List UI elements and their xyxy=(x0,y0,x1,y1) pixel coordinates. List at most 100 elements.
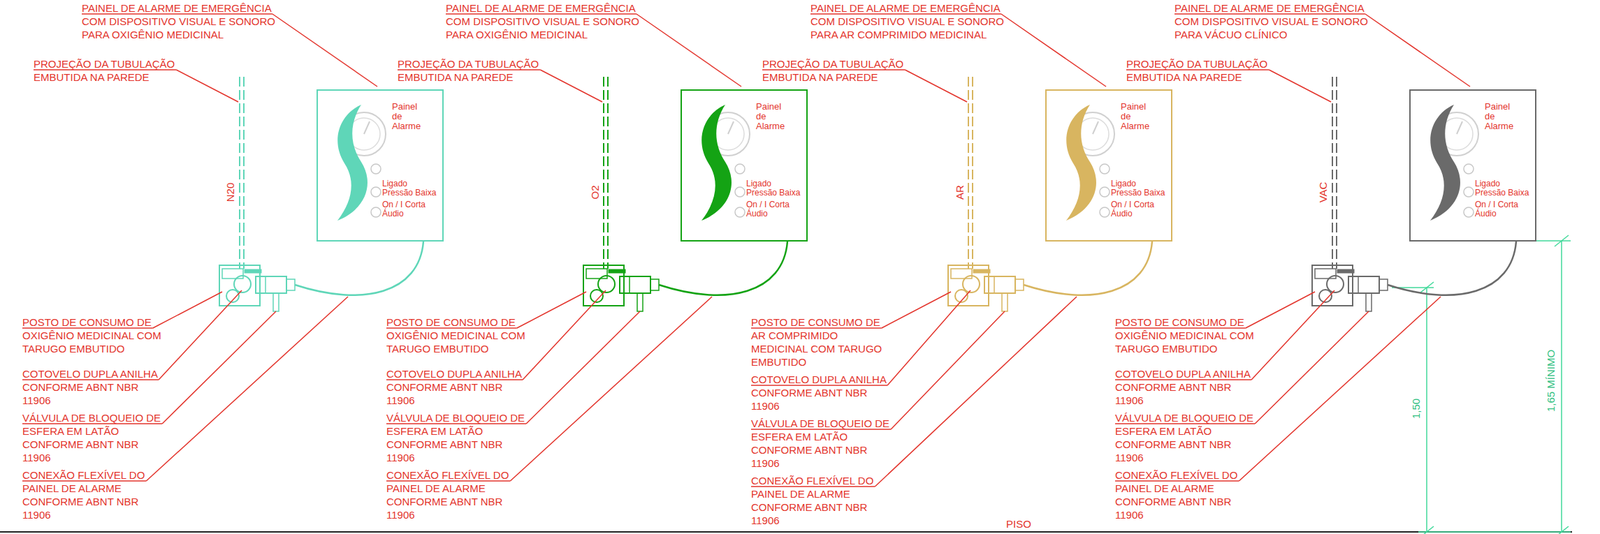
alarm-panel: Painel de AlarmeLigado Pressão Baixa On /… xyxy=(680,89,808,242)
ball-valve xyxy=(993,276,995,294)
panel-swirl xyxy=(1430,104,1461,221)
leader-line xyxy=(636,13,742,87)
outlet-tag xyxy=(244,269,262,274)
panel-graphic xyxy=(317,90,440,241)
panel-indicator-label: Ligado Pressão Baixa xyxy=(382,179,439,198)
outlet-tag xyxy=(973,269,991,274)
elbow-fitting xyxy=(962,275,980,293)
embedded-pipe xyxy=(1335,76,1338,269)
pipe-callout: PROJEÇÃO DA TUBULAÇÃO EMBUTIDA NA PAREDE xyxy=(33,57,184,84)
valve-handle xyxy=(637,293,643,312)
valve-handle xyxy=(273,293,279,312)
leader-line xyxy=(158,290,242,381)
panel-indicator-label: On / I Corta Áudio xyxy=(1110,200,1167,219)
outlet-tag xyxy=(1337,269,1355,274)
hose-nut xyxy=(1379,279,1388,291)
ball-valve xyxy=(1348,276,1380,294)
outlet-callout: POSTO DE CONSUMO DE OXIGÊNIO MEDICINAL C… xyxy=(386,315,532,356)
leader-line xyxy=(1254,311,1369,425)
ball-valve xyxy=(984,276,1016,294)
dimension-tick xyxy=(1554,526,1569,534)
panel-callout: PAINEL DE ALARME DE EMERGÊNCIA COM DISPO… xyxy=(1174,1,1374,42)
leader-line xyxy=(272,13,378,87)
alarm-panel: Painel de AlarmeLigado Pressão BaixaOn /… xyxy=(316,89,444,242)
leader-line xyxy=(887,290,971,386)
leader-line xyxy=(162,311,276,425)
panel-callout: PAINEL DE ALARME DE EMERGÊNCIA COM DISPO… xyxy=(81,1,281,42)
embedded-pipe xyxy=(1331,76,1334,269)
outlet-fitting xyxy=(1314,268,1336,279)
flexible-hose xyxy=(294,241,424,296)
hose-callout: CONEXÃO FLEXÍVEL DO PAINEL DE ALARME CON… xyxy=(22,468,168,522)
leader-line xyxy=(1238,296,1441,482)
panel-callout: PAINEL DE ALARME DE EMERGÊNCIA COM DISPO… xyxy=(445,1,645,42)
ball-valve xyxy=(255,276,287,294)
leader-line xyxy=(1001,13,1107,87)
panel-indicator-label: Ligado Pressão Baixa xyxy=(746,179,803,198)
leader-line xyxy=(540,69,603,103)
dimension-text: 1,50 xyxy=(1409,398,1423,419)
floor-line xyxy=(0,531,1573,534)
pipe-callout: PROJEÇÃO DA TUBULAÇÃO EMBUTIDA NA PAREDE xyxy=(397,57,548,84)
valve-callout: VÁLVULA DE BLOQUEIO DE ESFERA EM LATÃO C… xyxy=(386,411,532,465)
ball-valve xyxy=(619,276,651,294)
embedded-pipe xyxy=(967,76,970,269)
leader-line xyxy=(874,296,1077,487)
indicator-light xyxy=(1099,164,1110,174)
panel-title: Painel de Alarme xyxy=(391,102,429,132)
outlet-fitting xyxy=(222,268,244,279)
leader-line xyxy=(890,311,1005,430)
leader-line xyxy=(522,290,606,381)
pipe-callout: PROJEÇÃO DA TUBULAÇÃO EMBUTIDA NA PAREDE xyxy=(762,57,913,84)
flexible-hose xyxy=(1023,241,1153,296)
hose-callout: CONEXÃO FLEXÍVEL DO PAINEL DE ALARME CON… xyxy=(386,468,532,522)
ball-valve xyxy=(628,276,631,294)
hose-callout: CONEXÃO FLEXÍVEL DO PAINEL DE ALARME CON… xyxy=(751,474,897,528)
flexible-hose xyxy=(1387,241,1517,296)
dimension-tick xyxy=(1419,282,1434,294)
elbow-callout: COTOVELO DUPLA ANILHA CONFORME ABNT NBR … xyxy=(386,367,532,408)
panel-swirl xyxy=(701,104,732,221)
panel-callout: PAINEL DE ALARME DE EMERGÊNCIA COM DISPO… xyxy=(810,1,1010,42)
indicator-light xyxy=(735,164,745,174)
indicator-light xyxy=(735,187,745,198)
outlet-callout: POSTO DE CONSUMO DE OXIGÊNIO MEDICINAL C… xyxy=(1115,315,1261,356)
panel-graphic xyxy=(1046,90,1169,241)
panel-indicator-label: On / I Corta Áudio xyxy=(1474,200,1531,219)
gas-label: O2 xyxy=(588,185,602,200)
elbow-fitting xyxy=(1326,275,1344,293)
dimension-line xyxy=(1560,241,1563,533)
indicator-light xyxy=(1463,187,1474,198)
embedded-pipe xyxy=(602,76,605,269)
dimension-text: 1,65 MÍNIMO xyxy=(1544,349,1558,412)
valve-handle xyxy=(1001,293,1008,312)
indicator-light xyxy=(1463,164,1474,174)
dimension-lines xyxy=(1391,235,1571,534)
valve-handle xyxy=(1365,293,1372,312)
hose-nut xyxy=(1015,279,1024,291)
embedded-pipe xyxy=(971,76,974,269)
panel-swirl xyxy=(337,104,368,221)
elbow-callout: COTOVELO DUPLA ANILHA CONFORME ABNT NBR … xyxy=(1115,367,1261,408)
leader-line xyxy=(1365,13,1471,87)
panel-graphic xyxy=(681,90,804,241)
panel-title: Painel de Alarme xyxy=(755,102,793,132)
valve-callout: VÁLVULA DE BLOQUEIO DE ESFERA EM LATÃO C… xyxy=(22,411,168,465)
panel-indicator-label: On / I Corta Áudio xyxy=(746,200,803,219)
gas-label: N20 xyxy=(223,182,237,202)
leader-line xyxy=(881,292,951,329)
outlet-fitting xyxy=(950,268,972,279)
embedded-pipe xyxy=(607,76,609,269)
indicator-light xyxy=(371,187,381,198)
elbow-callout: COTOVELO DUPLA ANILHA CONFORME ABNT NBR … xyxy=(22,367,168,408)
extension-line xyxy=(1418,531,1571,534)
leader-line xyxy=(904,69,967,103)
pipe-callout: PROJEÇÃO DA TUBULAÇÃO EMBUTIDA NA PAREDE xyxy=(1126,57,1277,84)
ball-valve xyxy=(1357,276,1359,294)
dimension-line xyxy=(1426,287,1428,533)
indicator-light xyxy=(735,207,745,218)
gas-label: VAC xyxy=(1316,181,1330,203)
indicator-light xyxy=(371,207,381,218)
ball-valve xyxy=(264,276,267,294)
